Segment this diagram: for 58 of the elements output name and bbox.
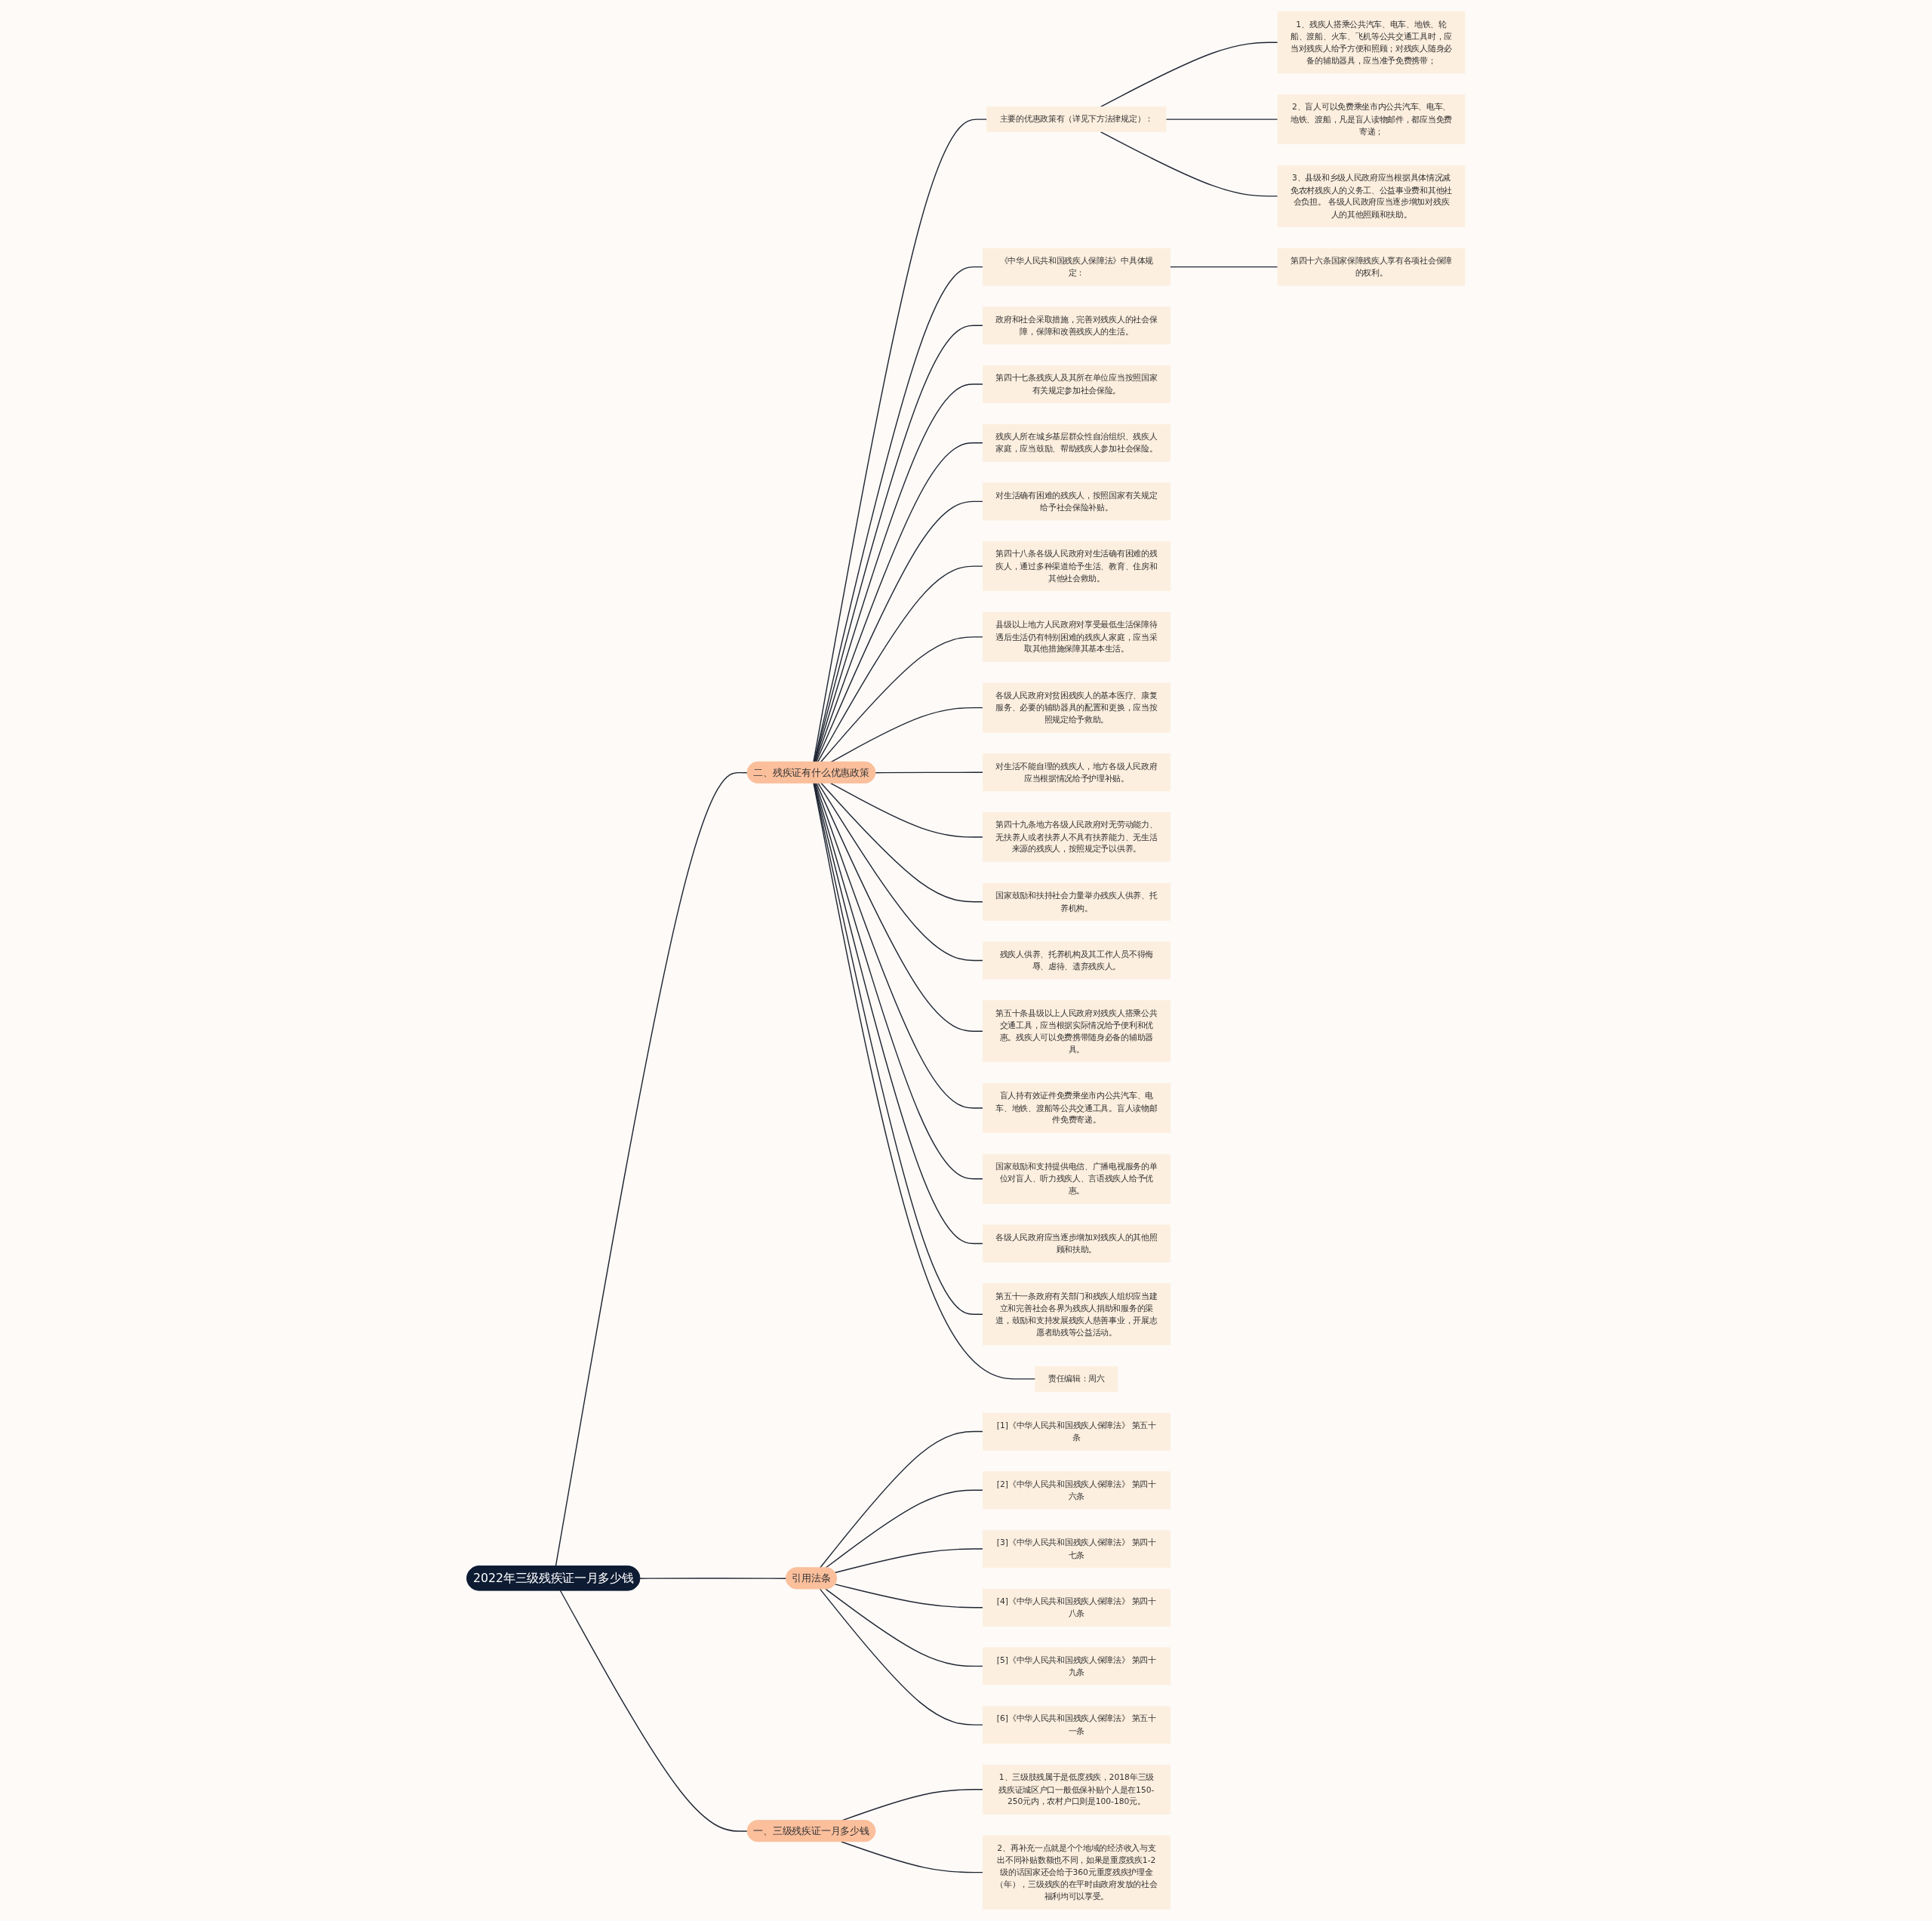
node-box: [1]《中华人民共和国残疾人保障法》 第五十条 xyxy=(983,1412,1171,1451)
connector xyxy=(814,442,984,763)
node-box: 责任编辑：周六 xyxy=(1035,1366,1118,1392)
node-box: 残疾人供养、托养机构及其工作人员不得侮辱、虐待、遗弃残疾人。 xyxy=(983,941,1171,980)
connector xyxy=(1100,131,1278,197)
connector xyxy=(813,119,988,763)
node-box: 国家鼓励和扶持社会力量举办残疾人供养、托养机构。 xyxy=(983,882,1171,921)
connector xyxy=(820,782,984,903)
connector xyxy=(819,1430,984,1569)
connector xyxy=(813,782,1036,1380)
node-box: 第五十条县级以上人民政府对残疾人搭乘公共交通工具，应当根据实际情况给予便利和优惠。残疾人可以免费携带随身必备的辅助器具。 xyxy=(983,1000,1171,1063)
node-box: 国家鼓励和支持提供电信、广播电视服务的单位对盲人、听力残疾人、言语残疾人给予优惠。 xyxy=(983,1153,1171,1204)
connector xyxy=(819,1588,984,1726)
node-box: 第四十六条国家保障残疾人享有各项社会保障的权利。 xyxy=(1277,248,1466,286)
connector xyxy=(555,771,749,1567)
node-box: 第四十七条残疾人及其所在单位应当按照国家有关规定参加社会保险。 xyxy=(983,365,1171,403)
node-box: 盲人持有效证件免费乘坐市内公共汽车、电车、地铁、渡船等公共交通工具。盲人读物邮件免费寄递。 xyxy=(983,1083,1171,1133)
node-box: 对生活确有困难的残疾人，按照国家有关规定给予社会保险补贴。 xyxy=(983,482,1171,521)
node-box: 2、再补充一点就是个个地域的经济收入与支出不同补贴数额也不同，如果是重度残疾1-2级的话国家还会给于360元重度残疾护理金（年），三级残疾的在平时由政府发放的社会福利均可以享受。 xyxy=(983,1835,1171,1910)
node-box: 残疾人所在城乡基层群众性自治组织、残疾人家庭，应当鼓励、帮助残疾人参加社会保险。 xyxy=(983,423,1171,462)
node-box: 3、县级和乡级人民政府应当根据具体情况减免农村残疾人的义务工、公益事业费和其他社会负担。 各级人民政府应当逐步增加对残疾人的其他照顾和扶助。 xyxy=(1277,165,1466,227)
connector xyxy=(830,782,984,838)
connector xyxy=(639,1578,787,1579)
connector xyxy=(817,782,984,962)
node-box: 《中华人民共和国残疾人保障法》中具体规定： xyxy=(983,248,1171,286)
node-box: 第四十八条各级人民政府对生活确有困难的残疾人，通过多种渠道给予生活、教育、住房和其他社会救助。 xyxy=(983,541,1171,592)
connector xyxy=(817,565,984,763)
connector xyxy=(841,1841,984,1873)
node-box: 第四十九条地方各级人民政府对无劳动能力、无扶养人或者扶养人不具有扶养能力、无生活来源的残疾人，按照规定予以供养。 xyxy=(983,812,1171,863)
connector xyxy=(1165,119,1278,120)
connector xyxy=(830,707,984,763)
node-box: [5]《中华人民共和国残疾人保障法》 第四十九条 xyxy=(983,1647,1171,1685)
connector xyxy=(1100,42,1278,108)
node-box: 各级人民政府应当逐步增加对残疾人的其他照顾和扶助。 xyxy=(983,1224,1171,1263)
connector xyxy=(816,782,984,1032)
connector xyxy=(825,1489,984,1569)
node-box: 县级以上地方人民政府对享受最低生活保障待遇后生活仍有特别困难的残疾人家庭，应当采取其他措施保障其基本生活。 xyxy=(983,611,1171,662)
node-box: 政府和社会采取措施，完善对残疾人的社会保障，保障和改善残疾人的生活。 xyxy=(983,306,1171,345)
connector xyxy=(815,500,984,763)
node-box: 对生活不能自理的残疾人，地方各级人民政府应当根据情况给予护理补贴。 xyxy=(983,753,1171,792)
connector xyxy=(820,636,984,763)
node-box: 各级人民政府对贫困残疾人的基本医疗、康复服务、必要的辅助器具的配置和更换，应当按照规定给予救助。 xyxy=(983,682,1171,733)
node-box: 2、盲人可以免费乘坐市内公共汽车、电车、地铁、渡船，凡是盲人读物邮件，都应当免费寄递； xyxy=(1277,94,1466,145)
node-box: [4]《中华人民共和国残疾人保障法》 第四十八条 xyxy=(983,1588,1171,1627)
connector xyxy=(834,1584,984,1609)
node-box: 主要的优惠政策有（详见下方法律规定）： xyxy=(986,106,1167,133)
connector xyxy=(875,771,984,774)
connector xyxy=(834,1548,984,1574)
connector xyxy=(1169,266,1278,268)
node-box: [2]《中华人民共和国残疾人保障法》 第四十六条 xyxy=(983,1471,1171,1510)
node-box: 1、残疾人搭乘公共汽车、电车、地铁、轮船、渡船、火车、飞机等公共交通工具时，应当对残疾人给予方便和照顾；对残疾人随身必备的辅助器具，应当准予免费携带； xyxy=(1277,11,1466,74)
connector xyxy=(559,1590,749,1832)
node-box: [6]《中华人民共和国残疾人保障法》 第五十一条 xyxy=(983,1706,1171,1744)
connector xyxy=(825,1588,984,1667)
connector xyxy=(814,782,984,1109)
node-box: [3]《中华人民共和国残疾人保障法》 第四十七条 xyxy=(983,1530,1171,1568)
node-box: 第五十一条政府有关部门和残疾人组织应当建立和完善社会各界为残疾人捐助和服务的渠道，鼓励和支持发展残疾人慈善事业，开展志愿者助残等公益活动。 xyxy=(983,1283,1171,1346)
node-box: 1、三级肢残属于是低度残疾，2018年三级残疾证城区户口一般低保补贴个人是在150-250元内，农村户口则是100-180元。 xyxy=(983,1764,1171,1815)
